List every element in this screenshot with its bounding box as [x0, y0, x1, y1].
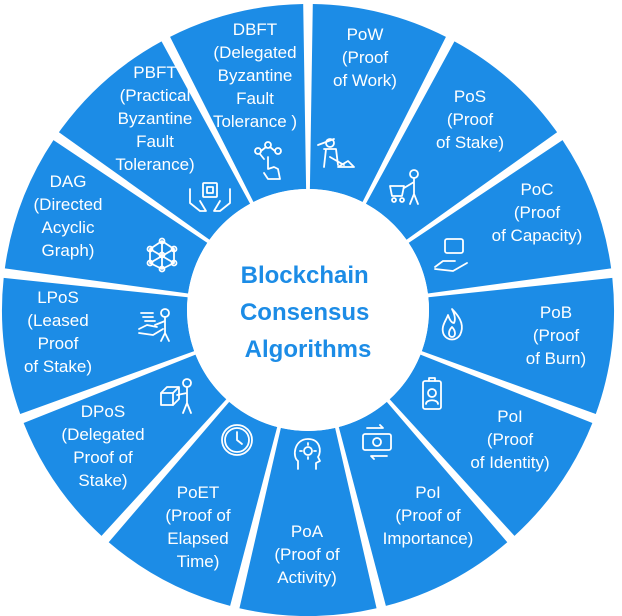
segment-dbft [170, 4, 307, 202]
segment-label-line: PBFT [133, 63, 176, 82]
segment-label-line: (Practical [120, 86, 191, 105]
segment-label-line: (Proof [533, 326, 580, 345]
money-exchange-icon [362, 424, 392, 460]
segment-pob [421, 277, 614, 415]
segment-label-line: (Leased [27, 311, 88, 330]
segment-label-poi-identity: PoI (Proof of Identity) [470, 407, 549, 472]
segment-label-line: PoB [540, 303, 572, 322]
segment-label-line: of Capacity) [492, 226, 583, 245]
segment-label-line: Tolerance) [115, 155, 194, 174]
segment-pow [309, 4, 446, 202]
flame-icon [441, 308, 463, 341]
segment-label-line: (Proof of [395, 506, 460, 525]
segment-label-line: Proof of [73, 448, 133, 467]
segment-label-line: Byzantine [218, 66, 293, 85]
segment-poet [108, 401, 278, 606]
segment-label-pow: PoW (Proof of Work) [333, 25, 397, 90]
segment-label-line: DBFT [233, 20, 277, 39]
center-hub [187, 189, 429, 431]
segment-label-line: (Delegated [213, 43, 296, 62]
segment-label-line: PoW [347, 25, 384, 44]
segment-poa [239, 427, 377, 616]
segment-dag [4, 140, 208, 294]
center-title: Blockchain Consensus Algorithms [240, 262, 376, 363]
segment-label-line: PoS [454, 87, 486, 106]
hands-holding-block-icon [189, 182, 231, 212]
segment-label-line: Elapsed [167, 529, 228, 548]
network-graph-icon [146, 237, 178, 273]
segment-label-line: PoC [520, 180, 553, 199]
segment-label-line: Fault [236, 89, 274, 108]
person-with-boxes-icon [160, 378, 192, 414]
segment-label-line: Tolerance ) [213, 112, 297, 131]
segment-label-line: of Stake) [24, 357, 92, 376]
touch-network-icon [254, 141, 282, 180]
segment-label-line: Proof [38, 334, 79, 353]
segment-label-line: Stake) [78, 471, 127, 490]
segment-label-line: (Directed [34, 195, 103, 214]
center-title-line-1: Blockchain [241, 262, 369, 289]
segment-label-line: PoI [497, 407, 523, 426]
segment-label-poc: PoC (Proof of Capacity) [492, 180, 583, 245]
segment-label-line: DAG [50, 172, 87, 191]
segment-lpos [2, 277, 195, 415]
segment-label-line: (Proof [447, 110, 494, 129]
clock-icon [221, 424, 253, 456]
segment-label-poa: PoA (Proof of Activity) [274, 522, 339, 587]
segment-label-line: (Proof [487, 430, 534, 449]
segment-label-line: PoI [415, 483, 441, 502]
segment-label-line: Importance) [383, 529, 474, 548]
segment-label-line: LPoS [37, 288, 79, 307]
segment-label-line: Fault [136, 132, 174, 151]
segment-label-line: Time) [177, 552, 220, 571]
segment-label-poi-importance: PoI (Proof of Importance) [383, 483, 474, 548]
segment-label-line: Activity) [277, 568, 337, 587]
segment-label-line: Acyclic [42, 218, 95, 237]
segment-label-pob: PoB (Proof of Burn) [526, 303, 586, 368]
segment-label-line: PoET [177, 483, 220, 502]
segment-poc [408, 140, 612, 294]
person-giving-money-icon [138, 308, 170, 342]
id-badge-icon [422, 377, 442, 410]
segment-label-line: (Proof [514, 203, 561, 222]
head-gear-icon [293, 438, 321, 470]
segment-label-line: of Identity) [470, 453, 549, 472]
segment-label-line: of Work) [333, 71, 397, 90]
hand-with-drive-icon [434, 238, 468, 272]
segment-label-pos: PoS (Proof of Stake) [436, 87, 504, 152]
segment-label-line: of Burn) [526, 349, 586, 368]
segment-dpos [23, 354, 227, 536]
segment-label-line: (Proof [342, 48, 389, 67]
person-with-cart-icon [389, 169, 419, 205]
segment-label-line: Graph) [42, 241, 95, 260]
segment-label-line: DPoS [81, 402, 125, 421]
segment-label-line: (Proof of [274, 545, 339, 564]
segment-poi-importance [338, 401, 508, 606]
center-title-line-3: Algorithms [245, 336, 372, 363]
segment-label-line: of Stake) [436, 133, 504, 152]
segment-label-line: (Proof of [165, 506, 230, 525]
miner-icon [317, 138, 355, 168]
segment-label-line: (Delegated [61, 425, 144, 444]
segment-label-line: Byzantine [118, 109, 193, 128]
center-title-line-2: Consensus [240, 299, 369, 326]
segment-label-line: PoA [291, 522, 324, 541]
